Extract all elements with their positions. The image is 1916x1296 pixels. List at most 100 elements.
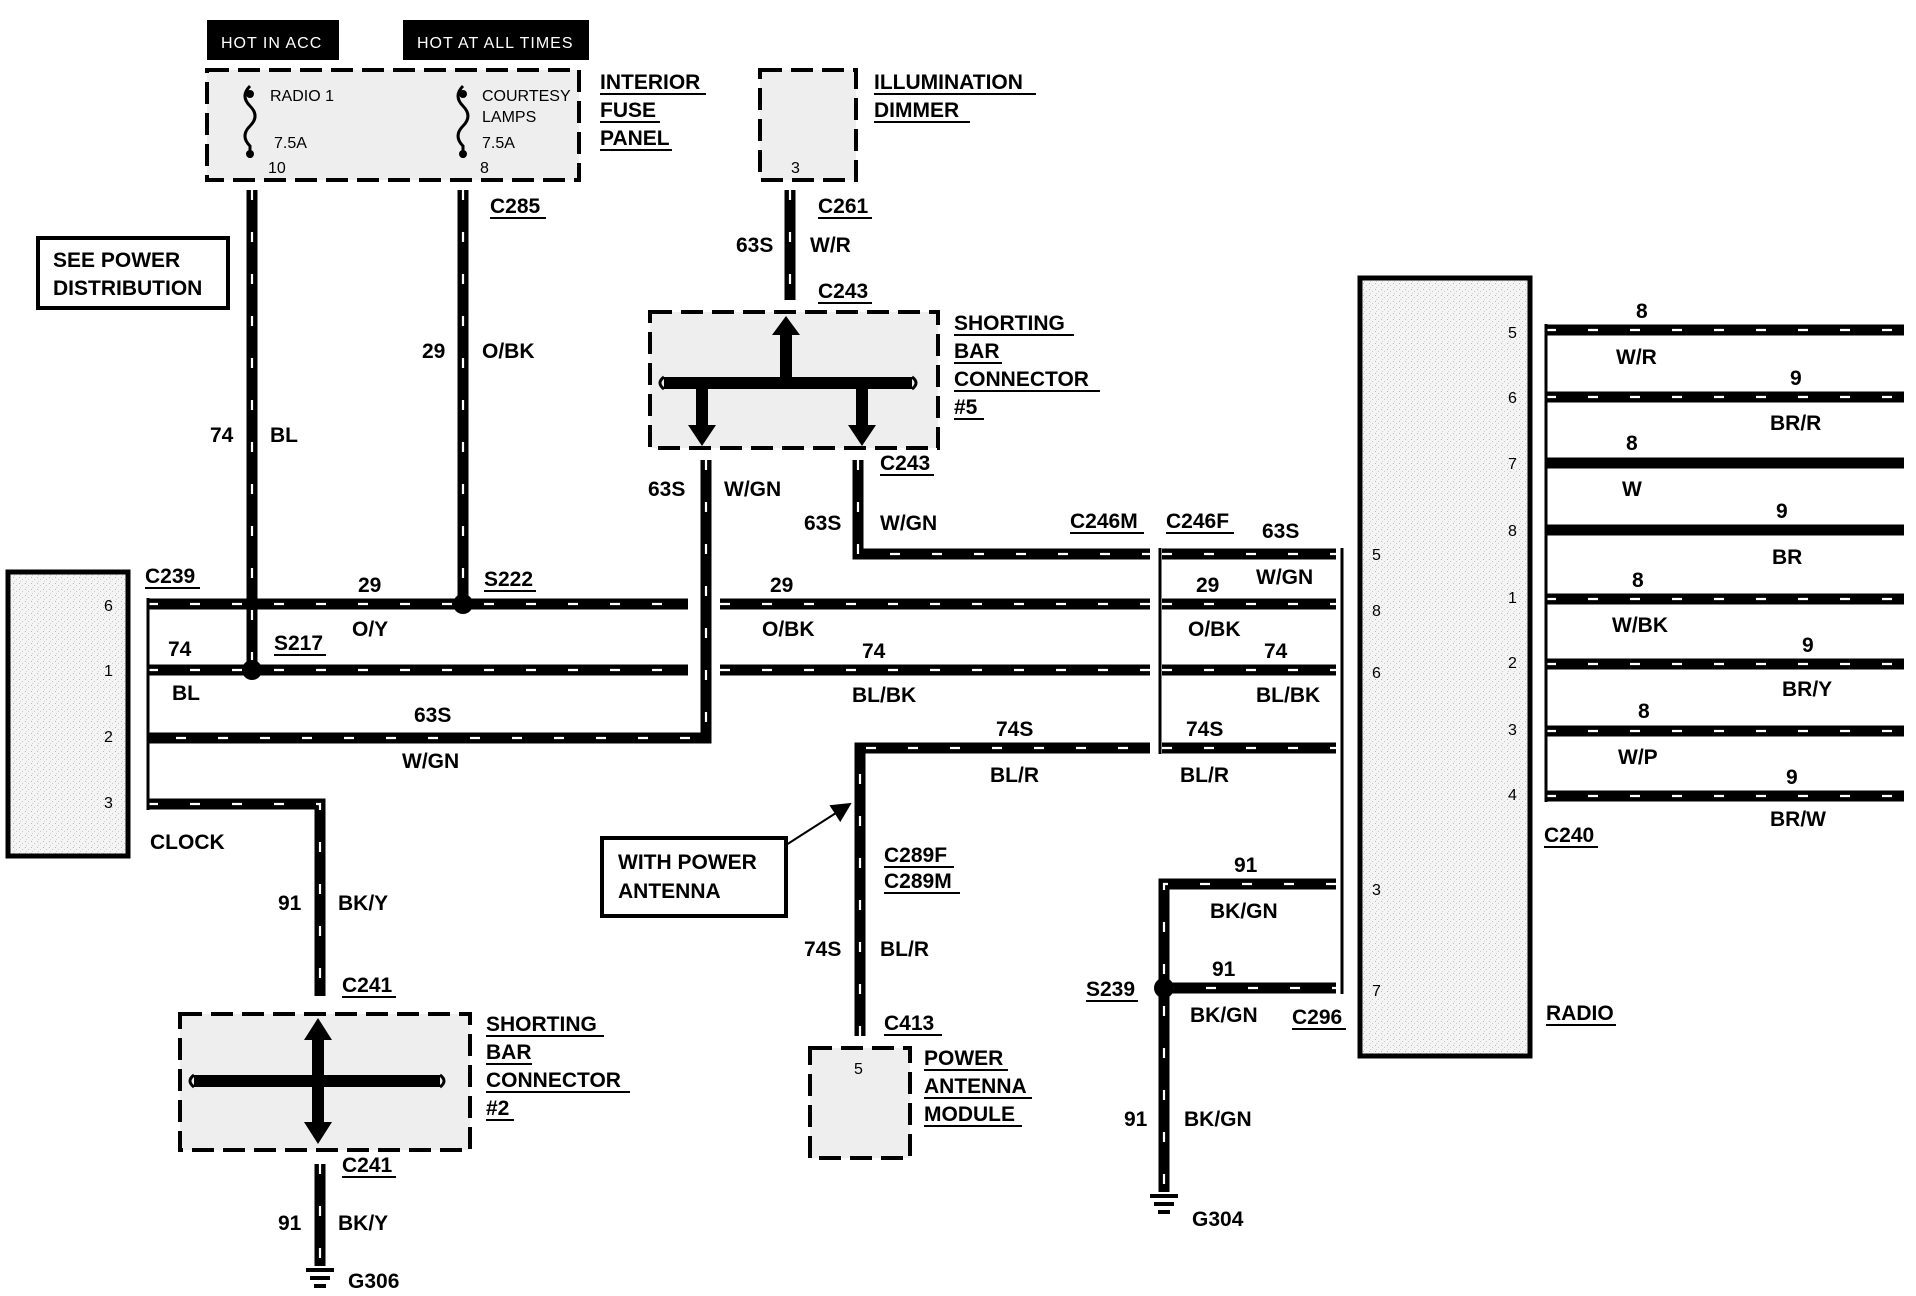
svg-text:8: 8 <box>1508 523 1517 540</box>
clock-label: CLOCK <box>150 831 225 854</box>
wire-74-color: BL <box>270 424 298 447</box>
c246f-label: C246F <box>1166 510 1229 533</box>
radio-module: 5 8 6 3 7 5 6 7 8 1 2 3 4 <box>1357 275 1533 1059</box>
wire-74s-vert-circuit: 74S <box>804 938 841 961</box>
svg-text:1: 1 <box>104 663 113 680</box>
svg-text:6: 6 <box>1372 665 1381 682</box>
shorting-bar-2-label-1: SHORTING <box>486 1013 597 1036</box>
svg-text:6: 6 <box>104 598 113 615</box>
shorting-bar-2-label-4: #2 <box>486 1097 509 1120</box>
c261-label: C261 <box>818 195 869 218</box>
svg-text:DISTRIBUTION: DISTRIBUTION <box>53 277 202 300</box>
wire-63s-right-color: W/GN <box>880 512 937 535</box>
wire-radio-side <box>1162 548 1336 754</box>
splice-s239 <box>1154 978 1174 998</box>
speaker-wire-8-color: BR/W <box>1770 808 1826 831</box>
wire-29-oy-circuit: 29 <box>358 574 381 597</box>
wire-clock-91 <box>148 798 326 996</box>
wire-91-bottom-circuit: 91 <box>278 1212 302 1235</box>
fuse-courtesy-rating: 7.5A <box>482 135 515 152</box>
wire-29-circuit: 29 <box>422 340 445 363</box>
wire-91-top-color: BK/Y <box>338 892 388 915</box>
clock-module: 6 1 2 3 <box>5 569 131 859</box>
radio-label: RADIO <box>1546 1002 1614 1025</box>
fuse-courtesy-name-1: COURTESY <box>482 88 571 105</box>
c289f-label: C289F <box>884 844 947 867</box>
speaker-wire-1-circuit: 8 <box>1636 300 1648 323</box>
wire-74s-vert-color: BL/R <box>880 938 929 961</box>
svg-text:ANTENNA: ANTENNA <box>618 880 721 903</box>
hot-at-all-times-tag: HOT AT ALL TIMES <box>403 20 589 60</box>
svg-text:HOT AT ALL TIMES: HOT AT ALL TIMES <box>417 35 574 52</box>
svg-text:3: 3 <box>1508 722 1517 739</box>
illumination-dimmer-label-2: DIMMER <box>874 99 959 122</box>
wire-29-mid-circuit: 29 <box>770 574 793 597</box>
fuse-courtesy-name-2: LAMPS <box>482 109 536 126</box>
speaker-wire-2-color: BR/R <box>1770 412 1821 435</box>
shorting-bar-connector-5 <box>648 310 940 450</box>
wire-74s-radio-color: BL/R <box>1180 764 1229 787</box>
fuse-radio-rating: 7.5A <box>274 135 307 152</box>
wire-63s-clock-color: W/GN <box>402 750 459 773</box>
wire-63s-wr-circuit: 63S <box>736 234 773 257</box>
svg-text:7: 7 <box>1372 983 1381 1000</box>
svg-text:8: 8 <box>1372 603 1381 620</box>
wire-63s-radio-circuit: 63S <box>1262 520 1299 543</box>
wire-91-lower-circuit: 91 <box>1212 958 1236 981</box>
wire-91-top-circuit: 91 <box>278 892 302 915</box>
shorting-bar-2-label-3: CONNECTOR <box>486 1069 621 1092</box>
with-power-antenna-note: WITH POWER ANTENNA <box>600 802 852 918</box>
fuse-panel-label-1: INTERIOR <box>600 71 700 94</box>
wire-74-radio-color: BL/BK <box>1256 684 1320 707</box>
wire-74-clock-circuit: 74 <box>168 638 192 661</box>
wire-74-radio-circuit: 74 <box>1264 640 1288 663</box>
svg-text:5: 5 <box>854 1061 863 1078</box>
g306-label: G306 <box>348 1270 399 1293</box>
fuse-courtesy-cavity: 8 <box>480 160 489 177</box>
svg-text:WITH POWER: WITH POWER <box>618 851 757 874</box>
wire-74s-mid-color: BL/R <box>990 764 1039 787</box>
wire-74-clock-color: BL <box>172 682 200 705</box>
wire-91-vert-circuit: 91 <box>1124 1108 1148 1131</box>
svg-text:7: 7 <box>1508 456 1517 473</box>
illumination-dimmer-label-1: ILLUMINATION <box>874 71 1023 94</box>
svg-text:3: 3 <box>104 795 113 812</box>
power-antenna-module-label-3: MODULE <box>924 1103 1015 1126</box>
shorting-bar-5-label-4: #5 <box>954 396 978 419</box>
fuse-panel-label-3: PANEL <box>600 127 670 150</box>
hot-in-acc-tag: HOT IN ACC <box>207 20 339 60</box>
speaker-wire-4-color: BR <box>1772 546 1802 569</box>
wire-63s-left-color: W/GN <box>724 478 781 501</box>
splice-s222 <box>453 594 473 614</box>
wire-29-oy-color: O/Y <box>352 618 388 641</box>
svg-text:2: 2 <box>1508 655 1517 672</box>
wire-74-circuit: 74 <box>210 424 234 447</box>
fuse-panel-label-2: FUSE <box>600 99 656 122</box>
wire-63s-clock-circuit: 63S <box>414 704 451 727</box>
speaker-wire-7-color: W/P <box>1618 746 1658 769</box>
c241-top-label: C241 <box>342 974 393 997</box>
speaker-wire-6-circuit: 9 <box>1802 634 1814 657</box>
svg-text:HOT IN ACC: HOT IN ACC <box>221 35 322 52</box>
wire-63s-wr-color: W/R <box>810 234 851 257</box>
svg-text:5: 5 <box>1372 547 1381 564</box>
speaker-wire-7-circuit: 8 <box>1638 700 1650 723</box>
power-antenna-module-label-1: POWER <box>924 1047 1003 1070</box>
splice-s217 <box>242 660 262 680</box>
power-antenna-module-label-2: ANTENNA <box>924 1075 1027 1098</box>
wire-91-upper-circuit: 91 <box>1234 854 1258 877</box>
speaker-wire-5-color: W/BK <box>1612 614 1668 637</box>
s222-label: S222 <box>484 568 533 591</box>
s239-label: S239 <box>1086 978 1135 1001</box>
c241-bottom-label: C241 <box>342 1154 393 1177</box>
speaker-wire-8-circuit: 9 <box>1786 766 1798 789</box>
speaker-wire-3-circuit: 8 <box>1626 432 1638 455</box>
speaker-wire-1-color: W/R <box>1616 346 1657 369</box>
c243-top-label: C243 <box>818 280 868 303</box>
wire-bkgn-91 <box>1158 878 1336 1192</box>
svg-text:5: 5 <box>1508 325 1517 342</box>
shorting-bar-5-label-2: BAR <box>954 340 1000 363</box>
svg-text:4: 4 <box>1508 787 1517 804</box>
speaker-wire-6-color: BR/Y <box>1782 678 1832 701</box>
c246m-label: C246M <box>1070 510 1138 533</box>
